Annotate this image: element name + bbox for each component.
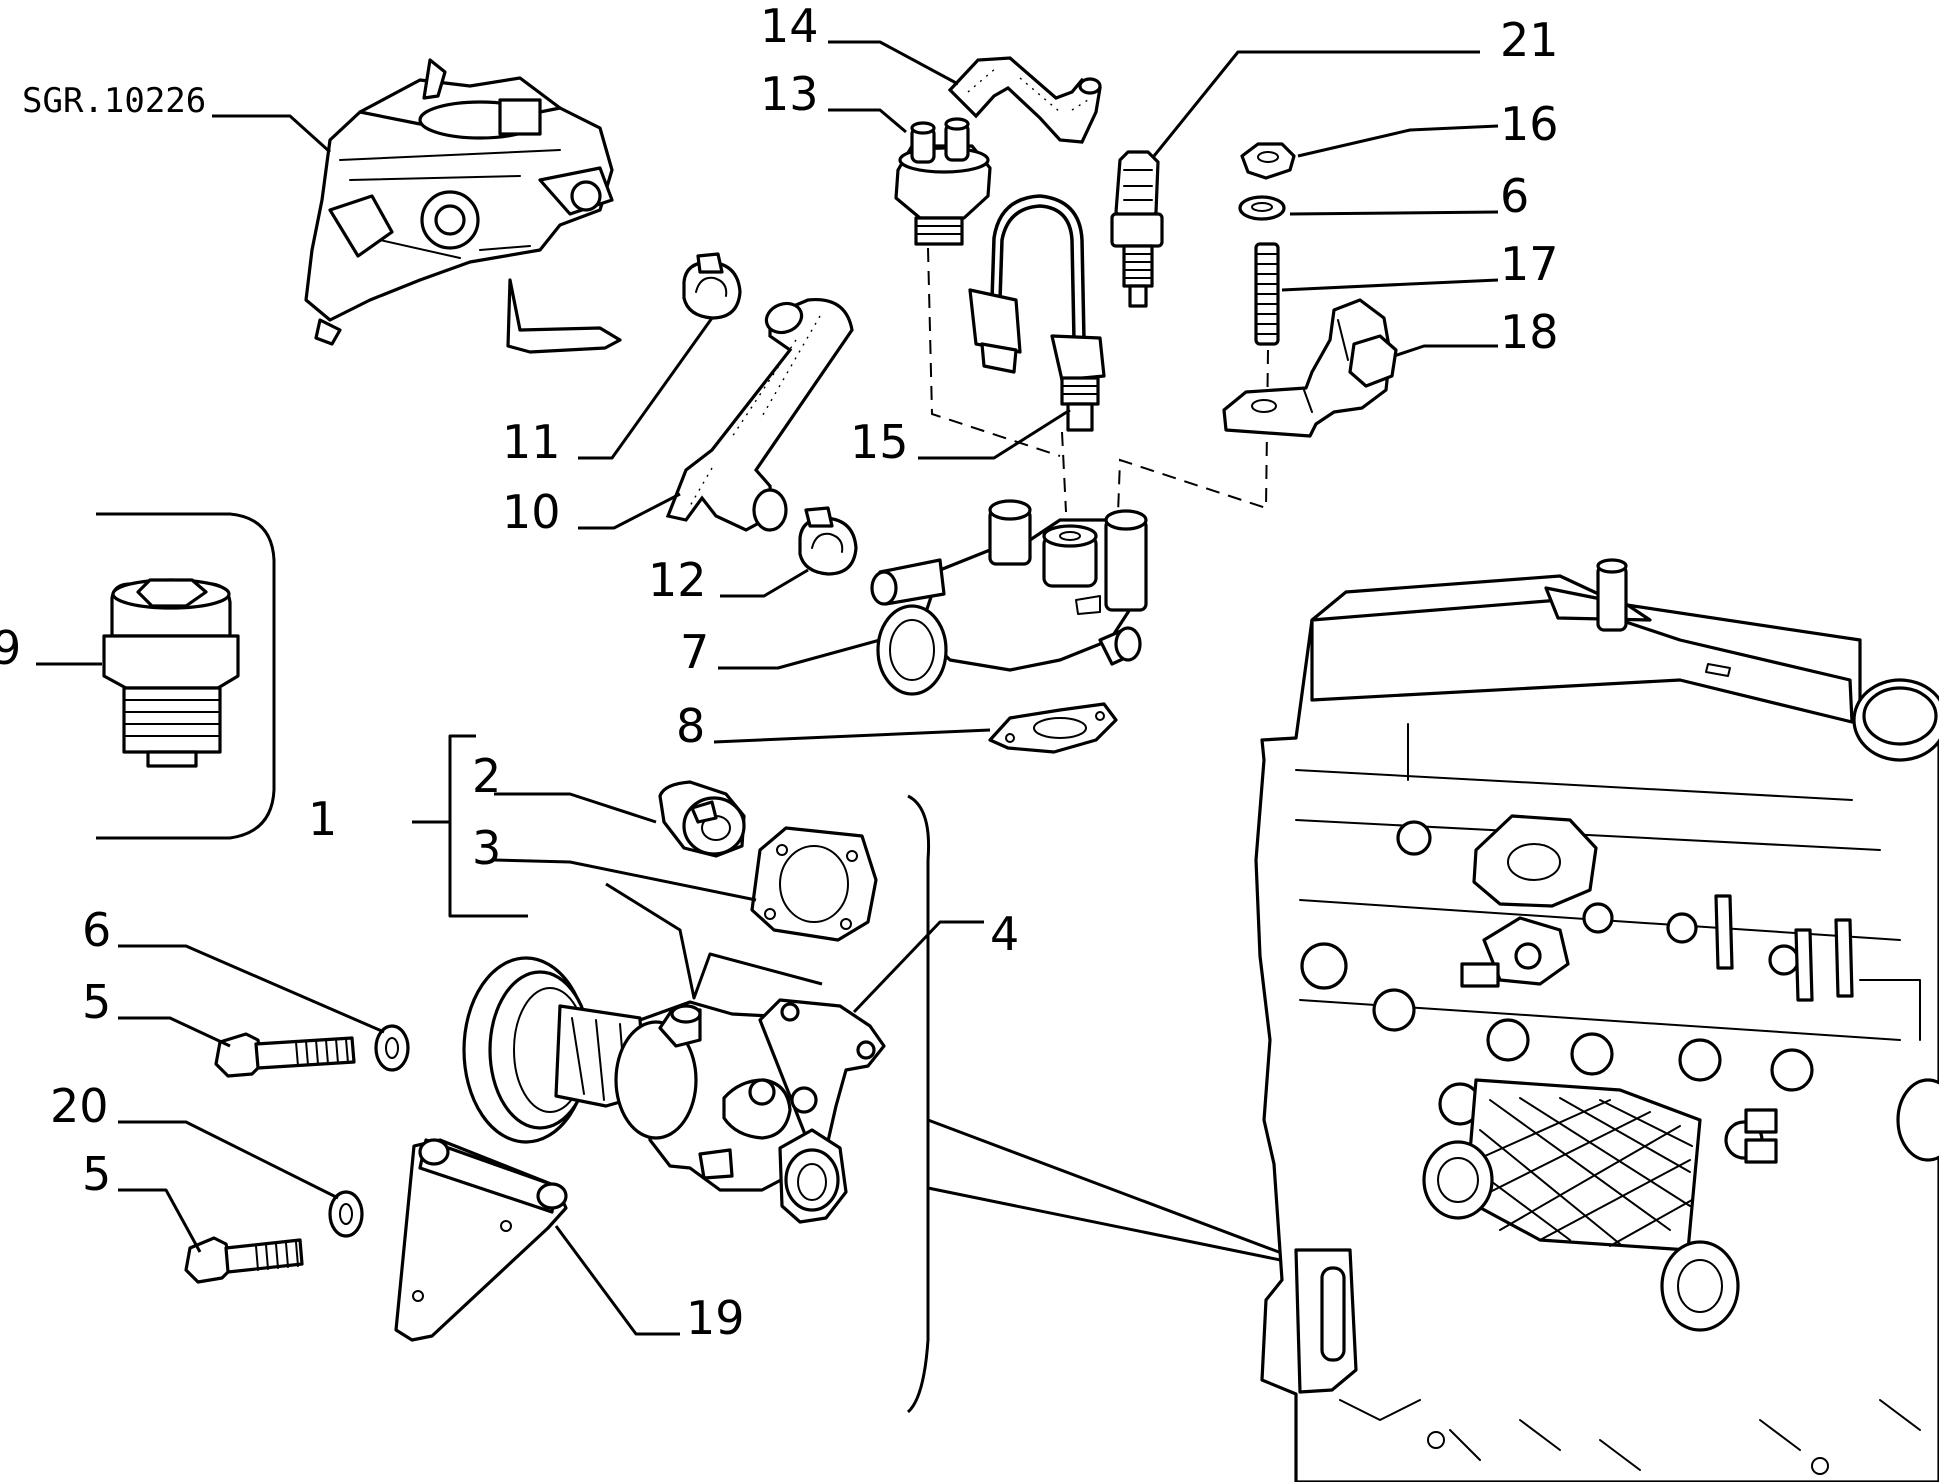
leader-7	[718, 638, 881, 670]
leader-5-upper	[118, 1016, 231, 1048]
leader-10	[578, 492, 681, 530]
leader-8	[713, 728, 991, 744]
leader-12	[720, 568, 809, 598]
group-1-bracket	[448, 734, 528, 918]
leader-5-lower	[118, 1188, 202, 1253]
leader-6-left	[118, 944, 385, 1034]
leader-16	[1297, 124, 1499, 158]
part-6-washer-top	[1238, 195, 1286, 221]
callout-7: 7	[680, 625, 709, 679]
group-right-brace	[906, 794, 931, 1414]
leader-3	[493, 858, 757, 902]
callout-16: 16	[1500, 97, 1559, 151]
part-21-sensor	[1110, 150, 1164, 308]
part-14-hose	[947, 56, 1102, 144]
callout-1: 1	[308, 792, 337, 846]
part-8-gasket	[988, 702, 1118, 754]
part-2-bushing	[658, 780, 746, 858]
part-4-water-pump	[462, 956, 886, 1224]
leader-11	[578, 317, 714, 460]
callout-11: 11	[502, 415, 561, 469]
carburetor-assembly	[304, 58, 622, 354]
callout-8: 8	[676, 699, 705, 753]
part-18-bracket	[1222, 298, 1398, 438]
part-9-sensor	[102, 578, 240, 768]
callout-2: 2	[472, 749, 501, 803]
leader-21	[1152, 50, 1480, 157]
callout-6-left: 6	[82, 903, 111, 957]
part-12-clamp	[798, 506, 858, 576]
leader-20	[118, 1120, 339, 1200]
callout-18: 18	[1500, 305, 1559, 359]
part-5-bolt-lower	[184, 1236, 304, 1284]
leader-18	[1393, 344, 1498, 358]
dash-15	[1061, 431, 1067, 513]
leader-15	[918, 408, 1071, 460]
reference-code-leader	[212, 114, 332, 154]
callout-17: 17	[1500, 237, 1559, 291]
part-6-washer-left	[374, 1024, 410, 1072]
exploded-assembly-guide	[605, 882, 823, 1000]
part-16-nut	[1240, 142, 1296, 180]
leader-4	[852, 920, 984, 1014]
callout-19: 19	[686, 1291, 745, 1345]
callout-4: 4	[990, 907, 1019, 961]
part-13-temperature-switch	[894, 117, 992, 246]
part-15-wired-sensor	[968, 194, 1106, 432]
callout-5-upper: 5	[82, 975, 111, 1029]
leader-13	[828, 108, 907, 134]
part-7-thermostat-housing	[870, 499, 1148, 696]
callout-12: 12	[648, 553, 707, 607]
callout-5-lower: 5	[82, 1147, 111, 1201]
callout-14: 14	[760, 0, 819, 53]
callout-3: 3	[472, 821, 501, 875]
callout-9: 9	[0, 621, 21, 675]
engine-block	[1254, 558, 1939, 1482]
callout-20: 20	[50, 1079, 109, 1133]
part-19-bracket-plate	[394, 1138, 568, 1342]
engine-mount-pointer	[927, 1118, 1301, 1266]
leader-14	[828, 40, 959, 86]
part-20-washer	[328, 1190, 364, 1238]
callout-10: 10	[502, 485, 561, 539]
leader-2	[494, 792, 657, 824]
part-5-bolt-upper	[214, 1032, 356, 1078]
part-10-hose	[665, 297, 854, 532]
reference-code-label: SGR.10226	[22, 81, 206, 121]
leader-17	[1281, 278, 1499, 292]
callout-21: 21	[1500, 13, 1559, 67]
part-17-stud	[1254, 242, 1280, 346]
leader-19	[554, 1225, 680, 1336]
leader-6-top	[1289, 210, 1499, 216]
part-11-clamp	[682, 252, 742, 320]
callout-6-top: 6	[1500, 169, 1529, 223]
part-3-gasket	[750, 826, 878, 942]
callout-13: 13	[760, 67, 819, 121]
callout-15: 15	[850, 415, 909, 469]
part-9-detail-bracket	[96, 512, 276, 840]
